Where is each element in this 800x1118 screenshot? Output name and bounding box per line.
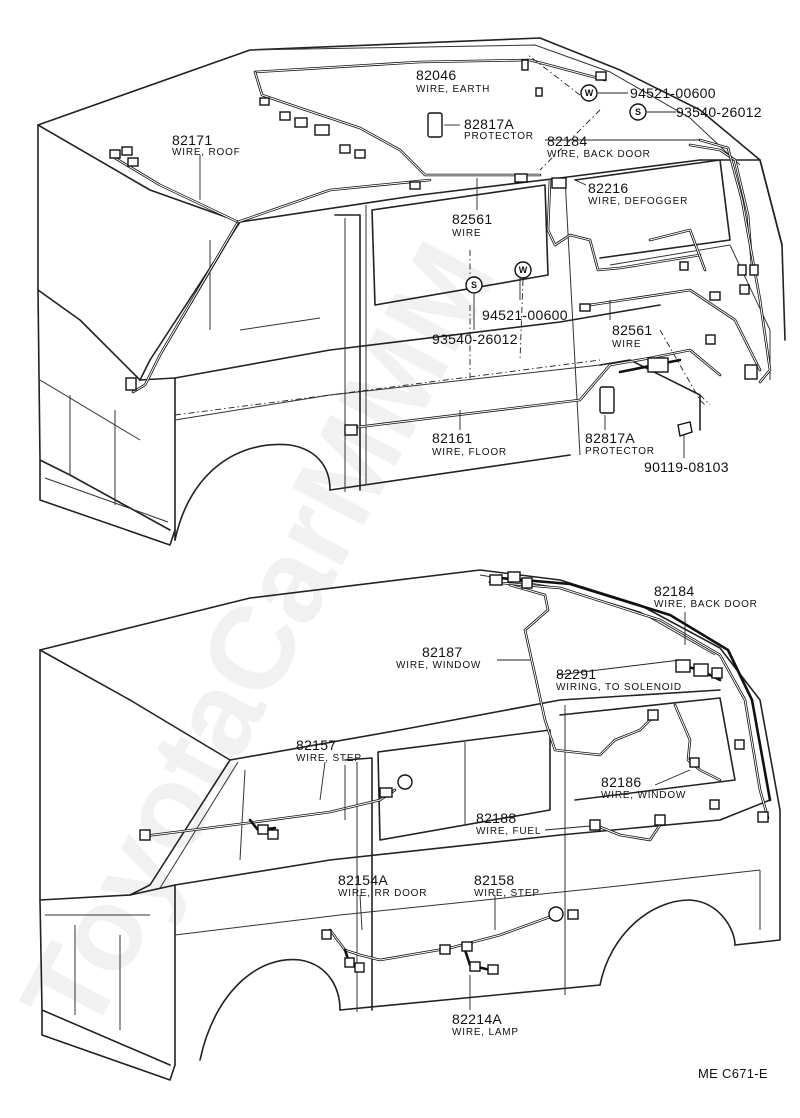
drawing-code: ME C671-E [698, 1066, 768, 1081]
desc-82291: WIRING, TO SOLENOID [556, 682, 682, 693]
washer-symbol-letter-top: W [585, 88, 594, 98]
part-number-82186: 82186 [601, 774, 641, 790]
desc-82161: WIRE, FLOOR [432, 447, 507, 458]
part-number-82161: 82161 [432, 430, 472, 446]
part-number-82184-top: 82184 [547, 133, 587, 149]
desc-82817A-top: PROTECTOR [464, 131, 534, 142]
top-labels: 82046 WIRE, EARTH 94521-00600 93540-2601… [172, 67, 762, 475]
part-number-82216: 82216 [588, 180, 628, 196]
part-number-82046: 82046 [416, 67, 456, 83]
part-number-93540-26012-top: 93540-26012 [676, 104, 762, 120]
screw-symbol-mid [465, 276, 483, 294]
part-number-82188: 82188 [476, 810, 516, 826]
part-number-82171: 82171 [172, 132, 212, 148]
part-number-82561-lower: 82561 [612, 322, 652, 338]
desc-82184-bottom: WIRE, BACK DOOR [654, 599, 758, 610]
desc-82561-upper: WIRE [452, 228, 481, 239]
screw-symbol-letter-top: S [635, 107, 641, 117]
part-number-90119-08103: 90119-08103 [644, 459, 729, 475]
screw-symbol-letter-mid: S [471, 280, 477, 290]
desc-82214A: WIRE, LAMP [452, 1027, 519, 1038]
part-number-82158: 82158 [474, 872, 514, 888]
part-number-82817A-top: 82817A [464, 116, 514, 132]
washer-symbol-top [580, 84, 598, 102]
screw-symbol-top [629, 103, 647, 121]
desc-82184-top: WIRE, BACK DOOR [547, 149, 651, 160]
bottom-vehicle-body [39, 569, 781, 1081]
part-number-82291: 82291 [556, 666, 596, 682]
top-leader-lines [199, 92, 700, 458]
top-vehicle-body [37, 37, 786, 546]
part-number-82184-bottom: 82184 [654, 583, 694, 599]
fastener-symbols-top: W S W S [465, 84, 647, 294]
part-number-94521-00600-top: 94521-00600 [630, 85, 716, 101]
bottom-wire-harnesses [139, 571, 772, 1010]
part-number-82154A: 82154A [338, 872, 388, 888]
desc-82158: WIRE, STEP [474, 888, 540, 899]
desc-82154A: WIRE, RR DOOR [338, 888, 427, 899]
washer-symbol-mid [514, 261, 532, 279]
desc-82046: WIRE, EARTH [416, 84, 490, 95]
desc-82817A-bottom: PROTECTOR [585, 446, 655, 457]
washer-symbol-letter-mid: W [519, 265, 528, 275]
part-number-82561-upper: 82561 [452, 211, 492, 227]
part-number-82214A: 82214A [452, 1011, 502, 1027]
bottom-labels: 82184 WIRE, BACK DOOR 82187 WIRE, WINDOW… [296, 583, 758, 1038]
part-number-94521-00600-mid: 94521-00600 [482, 307, 568, 323]
desc-82157: WIRE, STEP [296, 753, 362, 764]
part-number-93540-26012-mid: 93540-26012 [432, 331, 518, 347]
desc-82216: WIRE, DEFOGGER [588, 196, 688, 207]
part-number-82187: 82187 [422, 644, 462, 660]
part-number-82157: 82157 [296, 737, 336, 753]
desc-82186: WIRE, WINDOW [601, 790, 686, 801]
desc-82188: WIRE, FUEL [476, 826, 541, 837]
top-wire-harnesses [109, 54, 772, 437]
desc-82561-lower: WIRE [612, 339, 641, 350]
desc-82187: WIRE, WINDOW [396, 660, 481, 671]
desc-82171: WIRE, ROOF [172, 147, 241, 158]
part-number-82817A-bottom: 82817A [585, 430, 635, 446]
